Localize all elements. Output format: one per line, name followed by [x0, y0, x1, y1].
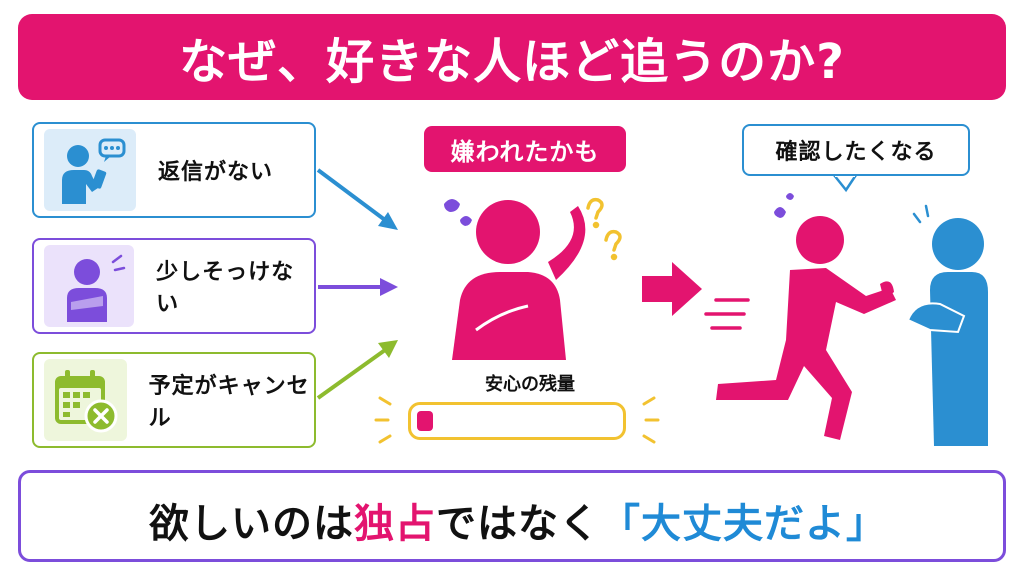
- footer-part1: 欲しいのは: [149, 501, 354, 547]
- speed-lines-icon: [704, 298, 750, 330]
- speech-bubble: 確認したくなる: [742, 124, 970, 176]
- reassurance-gauge: [408, 402, 626, 440]
- worried-person-icon: [452, 200, 586, 360]
- arrow-blue-icon: [316, 168, 398, 230]
- gauge-sparkle-icon: [374, 396, 660, 444]
- sweat-drop-icon: [774, 193, 794, 218]
- gauge-fill: [417, 411, 433, 431]
- person-phone-chat-icon: [44, 129, 136, 211]
- cause-no-reply: 返信がない: [32, 122, 316, 218]
- cause-label: 返信がない: [158, 160, 274, 185]
- footer-emphasis-monopoly: 独占: [354, 501, 436, 547]
- person-arms-crossed-icon: [44, 245, 135, 327]
- worry-tag: 嫌われたかも: [424, 126, 626, 172]
- running-person-icon: [716, 216, 896, 440]
- standing-person-icon: [906, 218, 988, 446]
- arrow-purple-icon: [318, 278, 398, 296]
- cause-plan-canceled: 予定がキャンセル: [32, 352, 316, 448]
- title-banner: なぜ、好きな人ほど追うのか?: [18, 14, 1006, 100]
- cause-label: 予定がキャンセル: [148, 374, 310, 431]
- footer-emphasis-reassurance: 「大丈夫だよ」: [600, 501, 887, 547]
- emphasis-lines-icon: [912, 204, 930, 224]
- calendar-cancel-icon: [44, 359, 127, 441]
- gauge-label: 安心の残量: [485, 374, 575, 395]
- footer-message-box: 欲しいのは独占ではなく「大丈夫だよ」: [18, 470, 1006, 562]
- footer-part3: ではなく: [436, 501, 600, 547]
- arrow-green-icon: [316, 340, 398, 400]
- cause-label: 少しそっけない: [156, 260, 295, 317]
- question-marks-icon: [586, 197, 622, 261]
- sweat-drop-icon: [444, 199, 472, 226]
- big-pink-arrow-icon: [642, 262, 702, 316]
- footer-message: 欲しいのは独占ではなく「大丈夫だよ」: [149, 491, 887, 549]
- cause-cold-response: 少しそっけない: [32, 238, 316, 334]
- page-title: なぜ、好きな人ほど追うのか?: [179, 34, 845, 90]
